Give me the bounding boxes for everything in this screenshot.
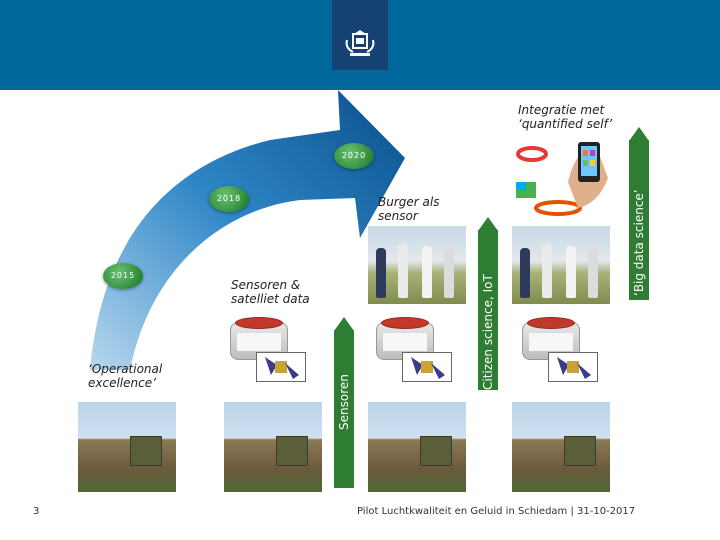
label-sensoren-satelliet: Sensoren & satelliet data (231, 278, 310, 306)
page-number: 3 (33, 506, 40, 517)
label-burger-als-sensor: Burger als sensor (378, 195, 440, 223)
field-photo-4 (512, 402, 610, 492)
logo-strip (332, 0, 388, 70)
header-band (0, 0, 720, 90)
bar-label-sensoren: Sensoren (337, 374, 351, 430)
people-photo-1 (368, 226, 466, 304)
year-badge-2020: 2020 (334, 143, 374, 169)
people-photo-2 (512, 226, 610, 304)
bar-label-citizen-science: Citizen science, IoT (481, 274, 495, 390)
field-photo-3 (368, 402, 466, 492)
timeline-arrow-icon (90, 90, 405, 370)
government-crest-icon (345, 30, 375, 56)
bar-label-big-data: ‘Big data science’ (632, 189, 646, 296)
year-badge-2015: 2015 (103, 263, 143, 289)
bar-sensoren: Sensoren (334, 317, 354, 488)
satellite-image-1 (256, 352, 306, 382)
label-integratie: Integratie met ‘quantified self’ (518, 103, 613, 131)
footer-text: Pilot Luchtkwaliteit en Geluid in Schied… (357, 506, 636, 517)
quantified-self-photo (512, 138, 612, 218)
satellite-image-3 (548, 352, 598, 382)
bar-arrow-icon (478, 217, 498, 231)
year-badge-2018: 2018 (209, 186, 249, 212)
bar-arrow-icon (334, 317, 354, 331)
field-photo-1 (78, 402, 176, 492)
satellite-image-2 (402, 352, 452, 382)
bar-citizen-science: Citizen science, IoT (478, 217, 498, 390)
label-operational-excellence: ‘Operational excellence’ (88, 362, 163, 390)
field-photo-2 (224, 402, 322, 492)
bar-big-data: ‘Big data science’ (629, 127, 649, 300)
bar-arrow-icon (629, 127, 649, 141)
